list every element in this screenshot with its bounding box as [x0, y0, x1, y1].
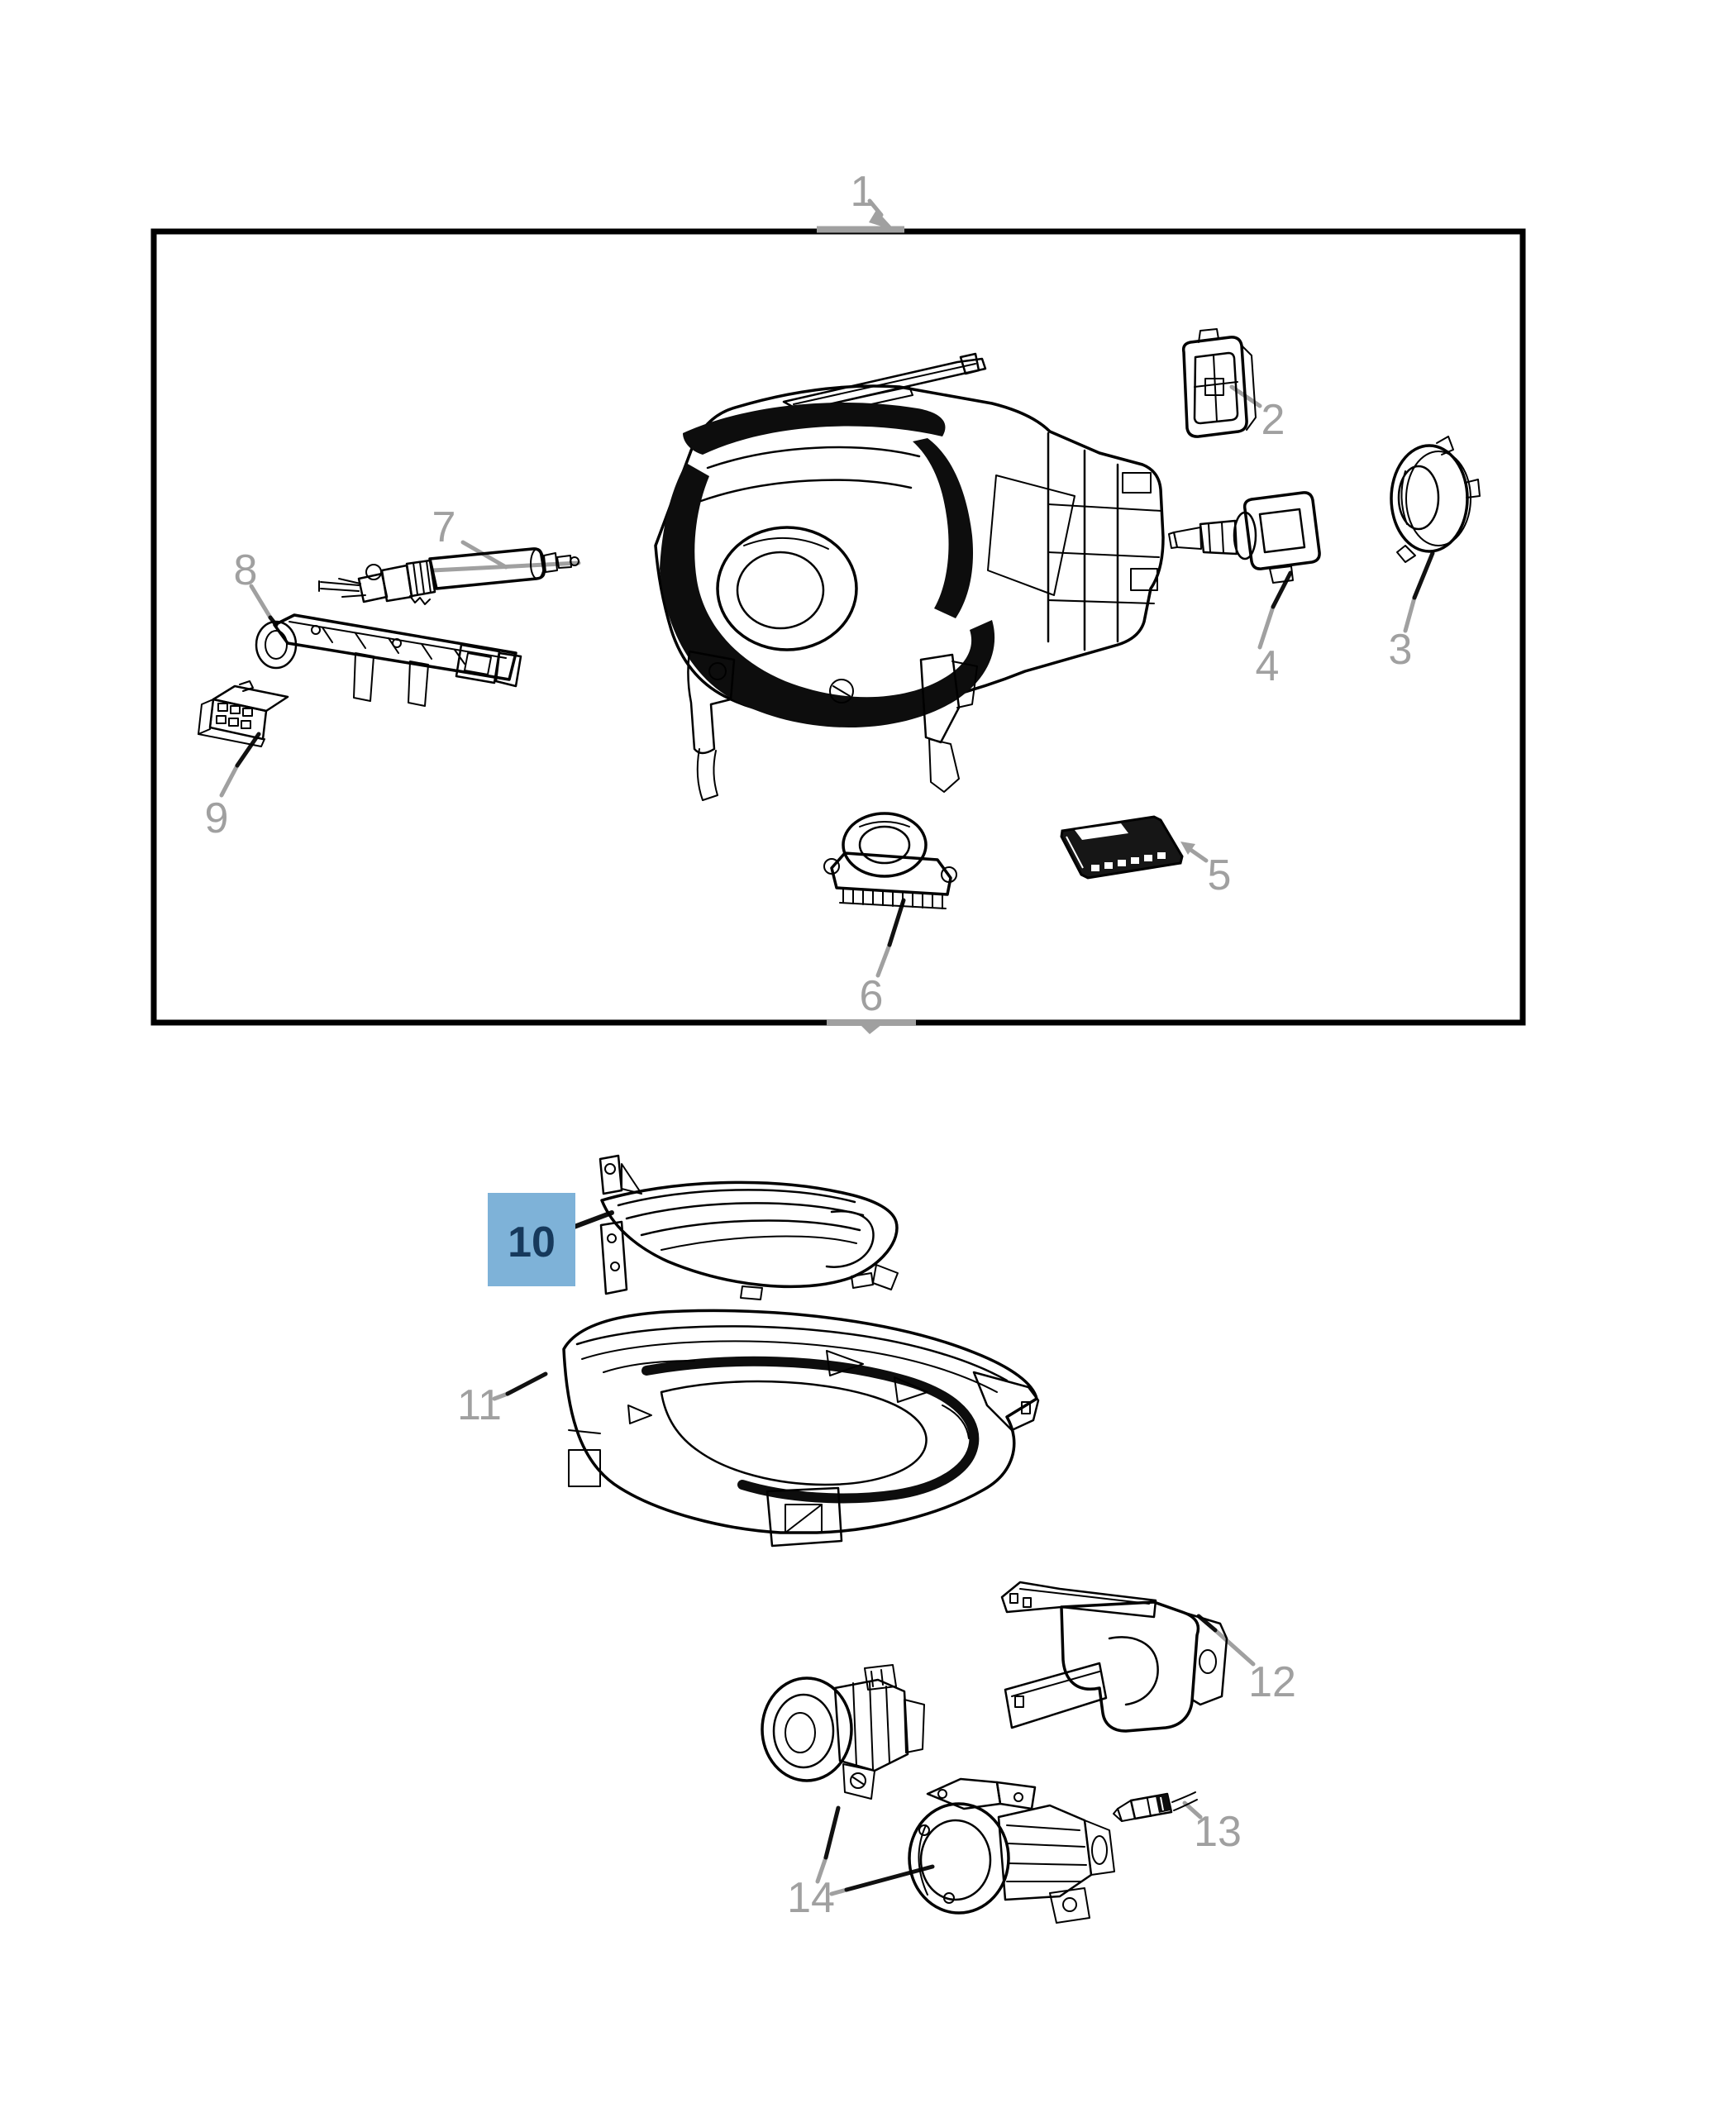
leader-lines: [219, 198, 1435, 1896]
callout-10[interactable]: 10: [508, 1219, 556, 1266]
leader-line-5: [1180, 842, 1209, 863]
part-10-signal-lamp-drawing: [599, 1154, 899, 1300]
part-8-bracket-rail-drawing: [255, 613, 522, 707]
part-5-control-module-drawing: [1060, 815, 1184, 880]
part-13-bulb-drawing: [1113, 1791, 1198, 1822]
callout-11[interactable]: 11: [457, 1381, 502, 1429]
selected-part-highlight[interactable]: 10: [488, 1193, 575, 1286]
part-6-led-module-drawing: [823, 812, 957, 909]
leader-line-3: [1403, 551, 1435, 633]
callout-1[interactable]: 1: [851, 168, 875, 216]
part-7-leveling-actuator-drawing: [318, 547, 579, 605]
leader-line-11: [492, 1371, 548, 1401]
callout-4[interactable]: 4: [1256, 642, 1280, 690]
callout-3[interactable]: 3: [1389, 626, 1413, 674]
assembly-frame: [150, 226, 1526, 1034]
callout-8[interactable]: 8: [234, 546, 258, 594]
frame-arrow-bottom: [856, 1021, 886, 1034]
callout-7[interactable]: 7: [432, 503, 456, 551]
part-1-headlamp-assembly-drawing: [654, 352, 1165, 801]
part-12-fog-bracket-drawing: [1000, 1581, 1228, 1733]
highlight-box[interactable]: [488, 1193, 575, 1286]
callout-5[interactable]: 5: [1208, 851, 1232, 899]
part-4-bulb-drawing: [1168, 491, 1321, 584]
callout-labels: 1 2 3 4 5 6 7 8 9 11 12 13 14: [205, 168, 1413, 1922]
callout-12[interactable]: 12: [1248, 1658, 1296, 1706]
callout-6[interactable]: 6: [860, 972, 884, 1020]
part-2-connector-module-drawing: [1181, 328, 1257, 438]
part-3-round-cap-drawing: [1390, 436, 1481, 563]
callout-13[interactable]: 13: [1194, 1808, 1242, 1856]
leader-line-1: [867, 198, 895, 231]
callout-14[interactable]: 14: [787, 1874, 835, 1922]
leader-line-6: [875, 898, 906, 978]
part-14-fog-lamps-drawing: [761, 1664, 1115, 1924]
part-9-connector-block-drawing: [198, 680, 289, 747]
part-11-fog-bezel-drawing: [562, 1309, 1040, 1548]
leader-line-14: [815, 1805, 935, 1896]
frame-gray-notch-top: [817, 226, 904, 233]
leader-line-4: [1257, 570, 1293, 650]
callout-2[interactable]: 2: [1261, 396, 1285, 444]
callout-9[interactable]: 9: [205, 794, 229, 842]
leader-line-9: [219, 732, 261, 798]
